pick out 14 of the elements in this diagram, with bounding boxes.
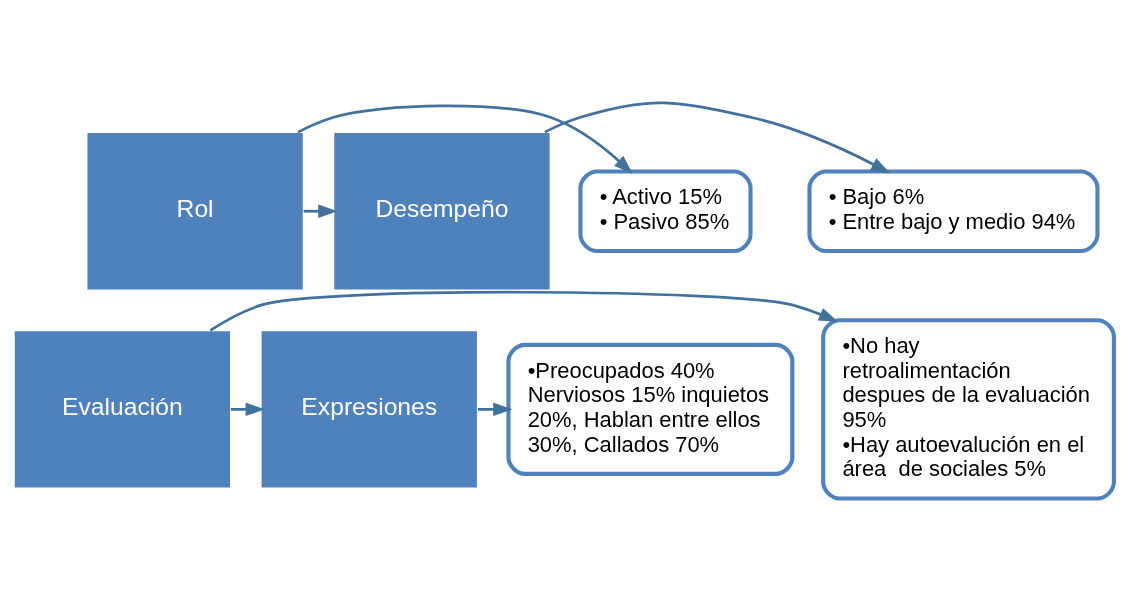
arrow [209, 290, 839, 332]
arrow [303, 204, 338, 218]
node-box: Desempeño [332, 131, 551, 291]
node-box: •No hay retroalimentación despues de la evaluación 95% •Hay autoevalución en el área de sociales 5% [821, 318, 1116, 501]
arrow [297, 104, 633, 174]
node-box: • Bajo 6% • Entre bajo y medio 94% [807, 169, 1100, 254]
arrow [478, 402, 513, 417]
node-box: Expresiones [260, 329, 479, 489]
node-box: Rol [86, 131, 305, 291]
arrow [230, 402, 265, 417]
node-box: Evaluación [13, 329, 232, 489]
node-box: •Preocupados 40% Nerviosos 15% inquietos 20%, Hablan entre ellos 30%, Callados 70% [506, 342, 795, 476]
arrow [544, 101, 891, 174]
node-box: • Activo 15% • Pasivo 85% [578, 169, 753, 254]
